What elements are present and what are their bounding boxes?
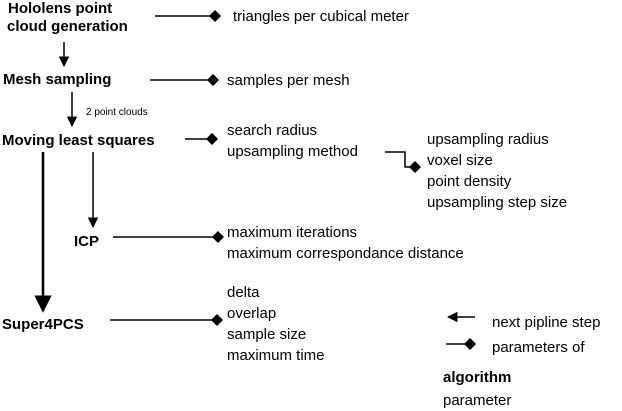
- param-item: maximum time: [227, 347, 325, 364]
- step-super4pcs: Super4PCS: [2, 316, 84, 333]
- step-hololens-line-1: Hololens point: [8, 0, 113, 17]
- legend-diamond-label: parameters of: [492, 339, 585, 356]
- param-item: point density: [427, 173, 512, 190]
- param-item: samples per mesh: [227, 72, 350, 89]
- step-mesh-sampling: Mesh sampling: [3, 71, 112, 88]
- legend-parameter: parameter: [443, 392, 512, 409]
- param-item: delta: [227, 284, 260, 301]
- param-item: upsampling step size: [427, 194, 568, 211]
- param-item: upsampling method: [227, 143, 358, 160]
- param-item: voxel size: [427, 152, 493, 169]
- params-hololens: triangles per cubical meter: [233, 6, 409, 27]
- params-mesh-sampling: samples per mesh: [227, 70, 350, 91]
- param-item: search radius: [227, 122, 318, 139]
- param-item: overlap: [227, 305, 277, 322]
- param-item: maximum iterations: [227, 224, 358, 241]
- param-item: triangles per cubical meter: [233, 8, 409, 25]
- params-mls: search radius upsampling method: [227, 120, 358, 162]
- param-item: sample size: [227, 326, 307, 343]
- param-item: upsampling radius: [427, 131, 549, 148]
- params-icp: maximum iterations maximum correspondanc…: [227, 222, 464, 264]
- params-super4pcs: delta overlap sample size maximum time: [227, 282, 325, 366]
- params-upsampling-method: upsampling radius voxel size point densi…: [427, 129, 567, 213]
- step-moving-least-squares: Moving least squares: [2, 132, 155, 149]
- edge-label-two-point-clouds: 2 point clouds: [86, 107, 148, 118]
- legend-arrow-label: next pipline step: [492, 314, 601, 331]
- step-icp: ICP: [74, 233, 100, 250]
- step-hololens-line-2: cloud generation: [7, 18, 128, 35]
- param-item: maximum correspondance distance: [227, 245, 464, 262]
- legend-algorithm: algorithm: [443, 369, 512, 386]
- param-link-upsampling: [385, 151, 421, 173]
